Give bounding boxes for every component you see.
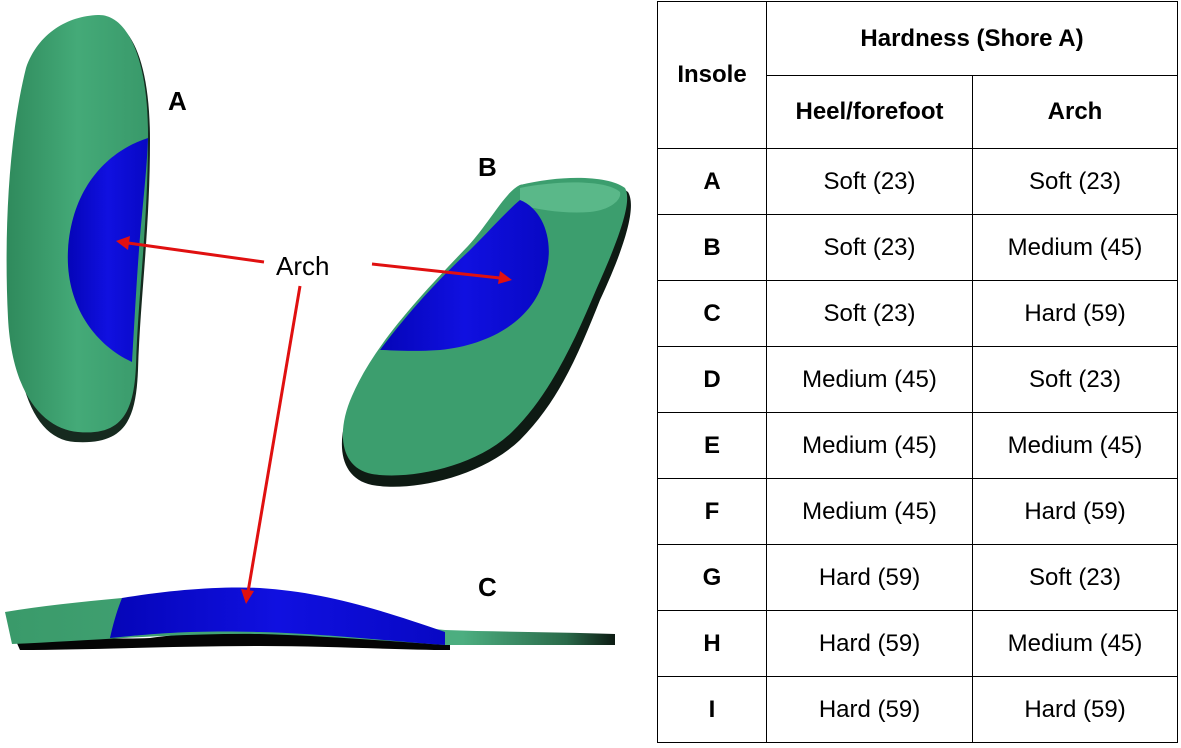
arch-callout: Arch xyxy=(116,236,512,604)
row-arch-cell: Medium (45) xyxy=(972,412,1178,479)
row-heel-cell: Hard (59) xyxy=(766,676,973,743)
row-arch-cell: Medium (45) xyxy=(972,214,1178,281)
row-insole-cell: F xyxy=(657,478,767,545)
arrowhead-b xyxy=(498,271,512,284)
insole-b: B xyxy=(341,152,631,487)
insole-figure: A B C Arch xyxy=(5,14,631,650)
row-insole-cell: E xyxy=(657,412,767,479)
row-arch-cell: Soft (23) xyxy=(972,544,1178,611)
row-insole-cell: A xyxy=(657,148,767,215)
insole-b-rim xyxy=(520,182,621,213)
hardness-table: Insole Hardness (Shore A) Heel/forefoot … xyxy=(657,1,1178,743)
row-insole-cell: H xyxy=(657,610,767,677)
arrowhead-c xyxy=(241,589,254,604)
table-header-row-2: Heel/forefoot Arch xyxy=(658,75,1178,149)
row-insole-cell: G xyxy=(657,544,767,611)
row-arch-cell: Soft (23) xyxy=(972,148,1178,215)
header-insole: Insole xyxy=(657,1,767,149)
row-heel-cell: Soft (23) xyxy=(766,214,973,281)
insole-c: C xyxy=(5,572,615,650)
arrowhead-a xyxy=(116,236,130,250)
insole-label-c: C xyxy=(478,572,497,602)
row-arch-cell: Hard (59) xyxy=(972,280,1178,347)
table-header-row-1: Insole Hardness (Shore A) xyxy=(657,1,1178,149)
row-insole-cell: B xyxy=(657,214,767,281)
arrow-to-b xyxy=(371,262,501,280)
row-heel-cell: Medium (45) xyxy=(766,478,973,545)
arrow-to-a xyxy=(127,241,265,264)
arrow-to-c xyxy=(246,285,302,593)
header-hardness: Hardness (Shore A) xyxy=(766,1,1178,76)
row-heel-cell: Soft (23) xyxy=(766,280,973,347)
insole-c-arch-region xyxy=(110,587,445,645)
row-heel-cell: Soft (23) xyxy=(766,148,973,215)
row-insole-cell: I xyxy=(657,676,767,743)
row-insole-cell: D xyxy=(657,346,767,413)
row-heel-cell: Medium (45) xyxy=(766,346,973,413)
insole-label-b: B xyxy=(478,152,497,182)
row-arch-cell: Soft (23) xyxy=(972,346,1178,413)
row-heel-cell: Hard (59) xyxy=(766,610,973,677)
row-arch-cell: Hard (59) xyxy=(972,676,1178,743)
row-heel-cell: Hard (59) xyxy=(766,544,973,611)
insole-a-arch-region xyxy=(67,138,148,362)
row-arch-cell: Hard (59) xyxy=(972,478,1178,545)
row-insole-cell: C xyxy=(657,280,767,347)
arch-label: Arch xyxy=(276,251,329,281)
row-arch-cell: Medium (45) xyxy=(972,610,1178,677)
header-arch: Arch xyxy=(972,75,1178,149)
row-heel-cell: Medium (45) xyxy=(766,412,973,479)
insole-label-a: A xyxy=(168,86,187,116)
insole-a: A xyxy=(6,14,187,443)
header-heel-forefoot: Heel/forefoot xyxy=(766,75,973,149)
